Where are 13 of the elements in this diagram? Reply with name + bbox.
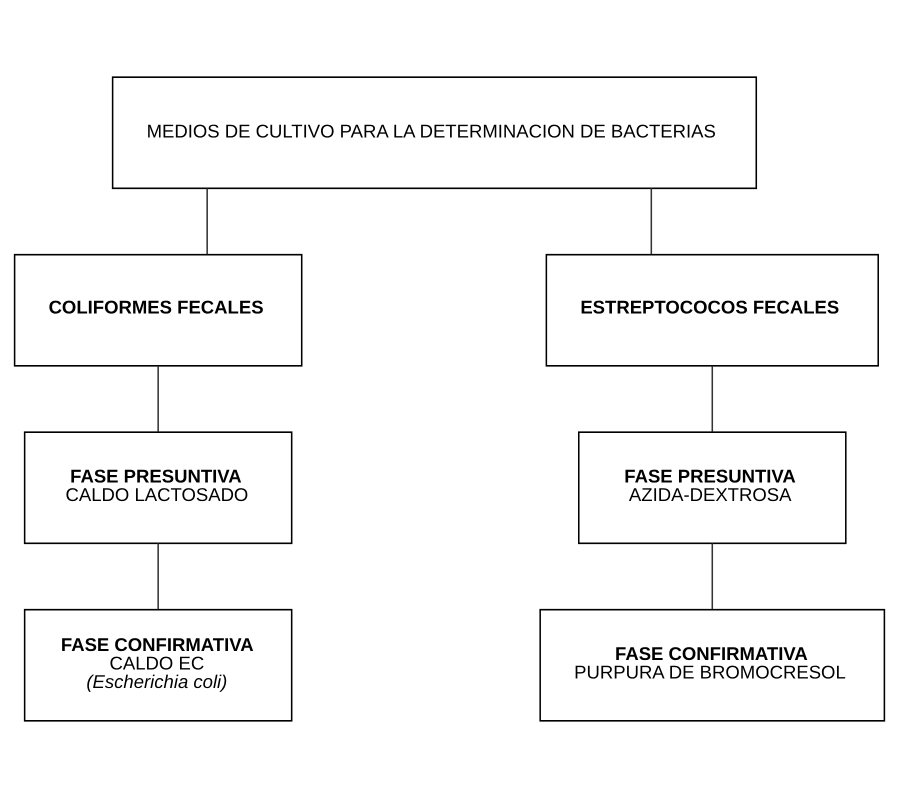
connector xyxy=(157,543,159,610)
connector xyxy=(712,543,714,610)
connector xyxy=(206,188,208,254)
node-box: FASE PRESUNTIVA AZIDA-DEXTROSA xyxy=(578,431,847,544)
connector xyxy=(650,188,652,254)
connector xyxy=(712,366,714,432)
node-box: FASE CONFIRMATIVA CALDO EC (Escherichia coli) xyxy=(24,608,292,722)
node-box: MEDIOS DE CULTIVO PARA LA DETERMINACION DE BACTERIAS xyxy=(112,76,758,190)
node-box: COLIFORMES FECALES xyxy=(14,254,302,367)
connector xyxy=(157,366,159,432)
node-box: FASE PRESUNTIVA CALDO LACTOSADO xyxy=(24,431,292,544)
node-box: FASE CONFIRMATIVA PURPURA DE BROMOCRESOL xyxy=(539,608,886,722)
node-box: ESTREPTOCOCOS FECALES xyxy=(546,254,879,367)
